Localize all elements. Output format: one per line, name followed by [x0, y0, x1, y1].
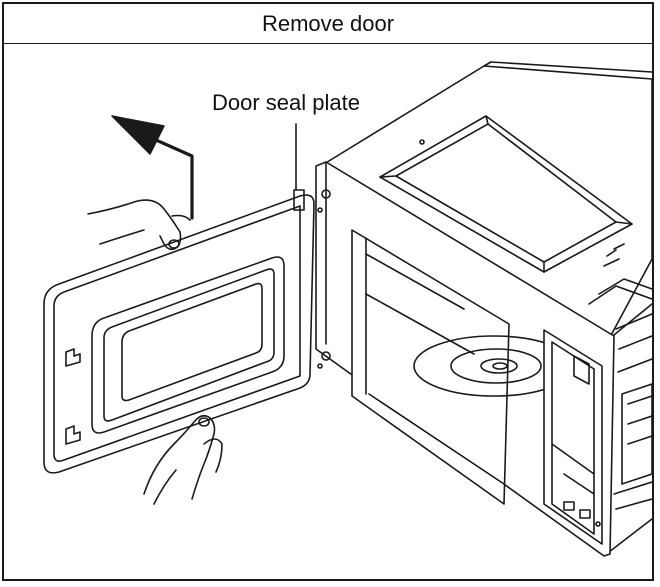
diagram-frame: Remove door: [2, 2, 654, 581]
diagram-title: Remove door: [4, 4, 652, 44]
microwave-body: [323, 61, 652, 553]
arrow-up-left-icon: [111, 115, 194, 220]
hand-top: [87, 199, 191, 251]
door-seal-plate-label: Door seal plate: [212, 90, 360, 115]
microwave-door: [43, 123, 315, 474]
door-seal-plate: [293, 189, 305, 211]
microwave-illustration: [43, 61, 652, 557]
cabinet-front-frame: [315, 161, 615, 557]
hand-bottom: [143, 414, 223, 505]
